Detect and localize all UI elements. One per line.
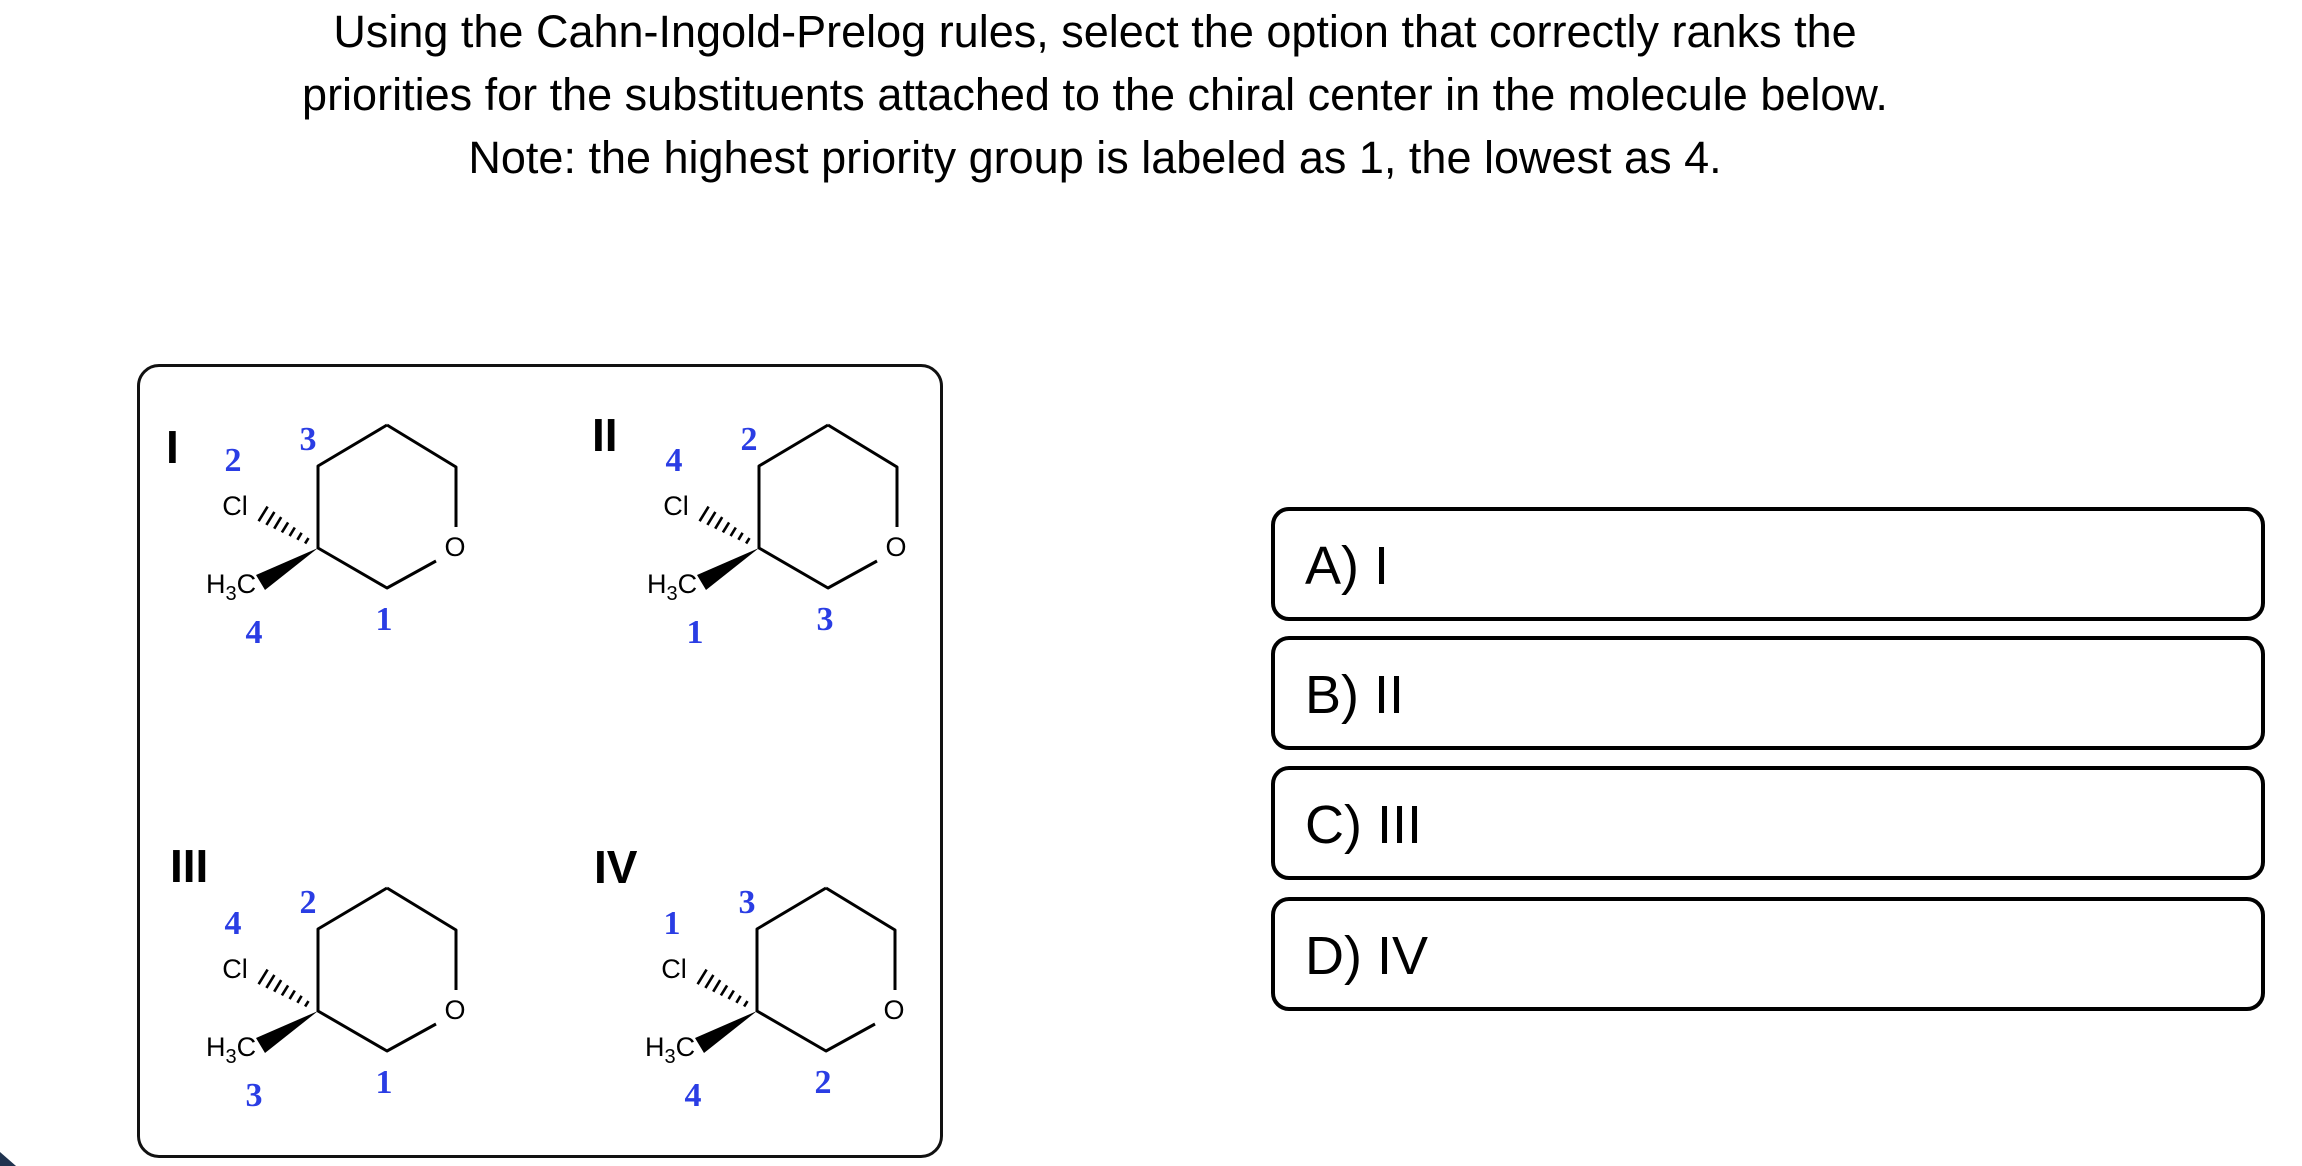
question-line-1: Using the Cahn-Ingold-Prelog rules, sele… bbox=[333, 6, 1857, 57]
ring-bonds bbox=[316, 886, 458, 1053]
cursor-artifact bbox=[0, 1152, 16, 1166]
priority-ring-bottom: 3 bbox=[817, 601, 834, 638]
oxygen-label: O bbox=[444, 995, 465, 1025]
molecule-III-numeral: III bbox=[170, 840, 209, 892]
option-c-button[interactable]: C) III bbox=[1271, 766, 2265, 880]
bold-wedge-bond bbox=[697, 548, 759, 590]
molecule-IV-numeral: IV bbox=[594, 841, 638, 893]
bold-wedge-bond bbox=[256, 548, 318, 590]
priority-chloro: 4 bbox=[225, 905, 242, 942]
molecule-panel bbox=[137, 364, 943, 1158]
chlorine-label: Cl bbox=[661, 954, 687, 984]
methyl-label: H3C bbox=[647, 569, 697, 605]
molecule-I-numeral: I bbox=[166, 421, 179, 473]
ring-bonds bbox=[757, 423, 899, 590]
priority-ring-top: 3 bbox=[300, 421, 317, 458]
priority-ring-top: 3 bbox=[739, 884, 756, 921]
hashed-wedge-bond bbox=[698, 505, 751, 545]
option-d-button[interactable]: D) IV bbox=[1271, 897, 2265, 1011]
molecule-I-structure: Cl O H3C 3 2 4 1 bbox=[206, 421, 466, 651]
priority-chloro: 4 bbox=[666, 442, 683, 479]
oxygen-label: O bbox=[885, 532, 906, 562]
hashed-wedge-bond bbox=[696, 968, 749, 1008]
ring-bonds bbox=[755, 886, 897, 1053]
chlorine-label: Cl bbox=[222, 491, 248, 521]
molecule-III-structure: Cl O H3C 2 4 3 1 bbox=[206, 884, 466, 1114]
priority-methyl: 4 bbox=[685, 1077, 702, 1114]
hashed-wedge-bond bbox=[257, 505, 310, 545]
priority-ring-top: 2 bbox=[741, 421, 758, 458]
molecule-II-structure: Cl O H3C 2 4 1 3 bbox=[647, 421, 907, 651]
chlorine-label: Cl bbox=[222, 954, 248, 984]
bold-wedge-bond bbox=[256, 1011, 318, 1053]
priority-methyl: 1 bbox=[687, 614, 704, 651]
hashed-wedge-bond bbox=[257, 968, 310, 1008]
question-line-3: Note: the highest priority group is labe… bbox=[468, 132, 1722, 183]
option-a-button[interactable]: A) I bbox=[1271, 507, 2265, 621]
priority-ring-bottom: 1 bbox=[376, 601, 393, 638]
priority-ring-bottom: 2 bbox=[815, 1064, 832, 1101]
question-text: Using the Cahn-Ingold-Prelog rules, sele… bbox=[45, 0, 2145, 189]
oxygen-label: O bbox=[883, 995, 904, 1025]
priority-ring-bottom: 1 bbox=[376, 1064, 393, 1101]
priority-chloro: 2 bbox=[225, 442, 242, 479]
priority-methyl: 3 bbox=[246, 1077, 263, 1114]
methyl-label: H3C bbox=[645, 1032, 695, 1068]
methyl-label: H3C bbox=[206, 1032, 256, 1068]
ring-bonds bbox=[316, 423, 458, 590]
oxygen-label: O bbox=[444, 532, 465, 562]
methyl-label: H3C bbox=[206, 569, 256, 605]
question-line-2: priorities for the substituents attached… bbox=[302, 69, 1888, 120]
chlorine-label: Cl bbox=[663, 491, 689, 521]
priority-methyl: 4 bbox=[246, 614, 263, 651]
bold-wedge-bond bbox=[695, 1011, 757, 1053]
answer-options: A) I B) II C) III D) IV bbox=[1271, 0, 2265, 1166]
priority-chloro: 1 bbox=[664, 905, 681, 942]
option-b-button[interactable]: B) II bbox=[1271, 636, 2265, 750]
molecule-II-numeral: II bbox=[592, 409, 618, 461]
priority-ring-top: 2 bbox=[300, 884, 317, 921]
molecule-IV-structure: Cl O H3C 3 1 4 2 bbox=[645, 884, 905, 1114]
